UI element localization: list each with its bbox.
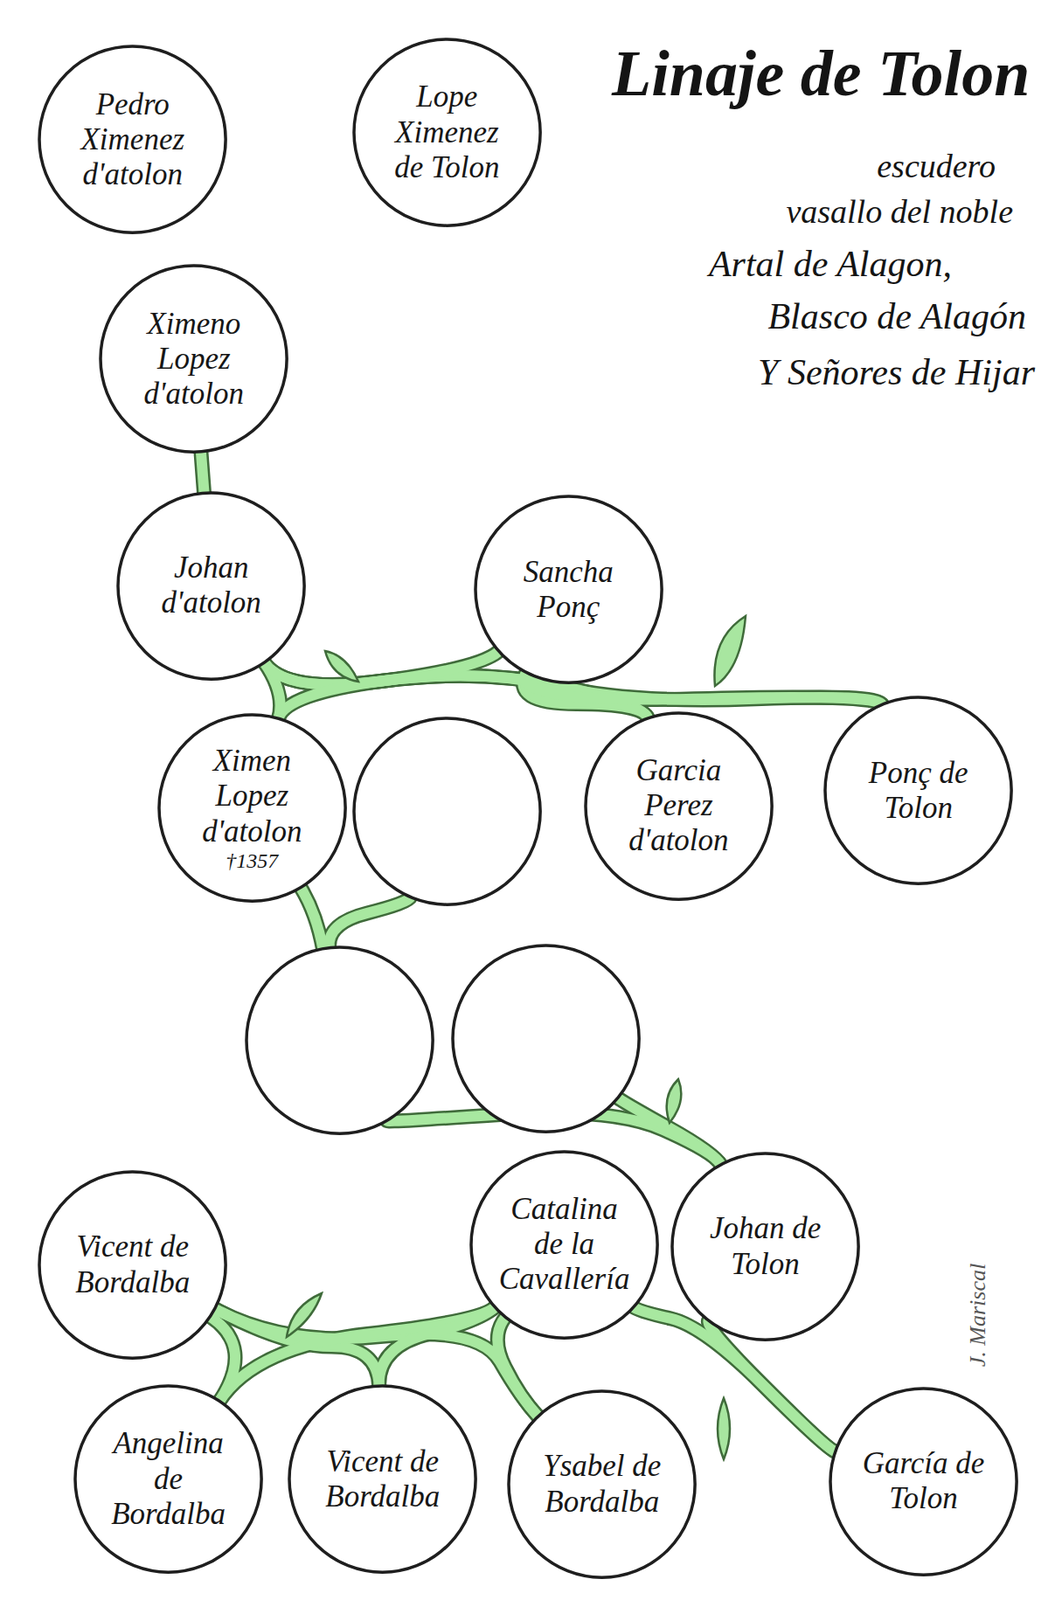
leaf [325, 651, 359, 682]
circle-content: Johan d'atolon [116, 491, 306, 681]
person-name: Vicent de Bordalba [314, 1444, 452, 1516]
circle-content [244, 945, 435, 1136]
person-circle: Pedro Ximenez d'atolon [37, 44, 228, 235]
person-circle: Vicent de Bordalba [37, 1170, 228, 1361]
leaf [286, 1293, 322, 1338]
person-circle: Garcia Perez d'atolon [583, 711, 774, 902]
person-name: Johan d'atolon [142, 550, 279, 622]
circle-content: Vicent de Bordalba [287, 1384, 478, 1575]
family-branch [300, 888, 324, 950]
circle-content: Ysabel de Bordalba [506, 1389, 697, 1580]
circle-outline [352, 716, 542, 907]
leaf [714, 616, 746, 687]
person-name: Vicent de Bordalba [64, 1229, 202, 1301]
circle-content: Ponç de Tolon [823, 695, 1014, 886]
circle-content: Johan de Tolon [670, 1152, 861, 1342]
person-name: Ximen Lopez d'atolon [183, 743, 320, 850]
circle-content: Catalina de la Cavallería [469, 1150, 660, 1340]
circle-content: Pedro Ximenez d'atolon [37, 44, 228, 235]
person-circle: García de Tolon [828, 1387, 1019, 1577]
circle-outline [244, 945, 435, 1136]
person-circle [451, 943, 641, 1134]
person-circle: Lope Ximenez de Tolon [352, 37, 542, 228]
circle-content: Vicent de Bordalba [37, 1170, 228, 1361]
person-name: Johan de Tolon [696, 1211, 833, 1283]
circle-content [352, 716, 542, 907]
person-name: García de Tolon [854, 1446, 992, 1518]
circle-content: Lope Ximenez de Tolon [352, 37, 542, 228]
circle-content: Angelina de Bordalba [73, 1384, 264, 1575]
person-name: Ysabel de Bordalba [534, 1449, 671, 1520]
person-circle [352, 716, 542, 907]
person-circle: Sancha Ponç [473, 494, 664, 685]
person-name: Angelina de Bordalba [99, 1426, 236, 1533]
family-branch [201, 451, 205, 493]
circle-content: Sancha Ponç [473, 494, 664, 685]
person-circle: Johan d'atolon [116, 491, 306, 681]
person-name: Ponç de Tolon [850, 756, 987, 827]
circle-content: Garcia Perez d'atolon [583, 711, 774, 902]
person-circle: Johan de Tolon [670, 1152, 861, 1342]
person-circle [244, 945, 435, 1136]
person-circle: Ximeno Lopez d'atolon [98, 263, 289, 454]
note-line: Artal de Alagon, [708, 242, 952, 285]
note-line: Y Señores de Hijar [757, 351, 1035, 394]
circle-content: Ximeno Lopez d'atolon [98, 263, 289, 454]
note-line: vasallo del noble [785, 192, 1014, 231]
person-circle: Vicent de Bordalba [287, 1384, 478, 1575]
circle-content [451, 943, 641, 1134]
person-circle: Catalina de la Cavallería [469, 1150, 660, 1340]
leaf [666, 1079, 682, 1124]
circle-content: García de Tolon [828, 1387, 1019, 1577]
circle-content: Ximen Lopez d'atolon†1357 [157, 713, 348, 903]
family-branch [329, 896, 411, 949]
person-name: Sancha Ponç [499, 555, 637, 626]
person-circle: Ysabel de Bordalba [506, 1389, 697, 1580]
person-circle: Ponç de Tolon [823, 695, 1014, 886]
person-name: Ximeno Lopez d'atolon [125, 306, 263, 413]
person-circle: Ximen Lopez d'atolon†1357 [157, 713, 348, 903]
signature: J. Mariscal [964, 1263, 992, 1368]
note-line: escudero [876, 146, 996, 186]
person-name: Catalina de la Cavallería [495, 1192, 632, 1298]
death-date: †1357 [225, 849, 278, 873]
person-name: Lope Ximenez de Tolon [378, 79, 515, 186]
person-circle: Angelina de Bordalba [73, 1384, 264, 1575]
leaf [717, 1398, 730, 1460]
circle-outline [451, 943, 641, 1134]
person-name: Pedro Ximenez d'atolon [64, 87, 202, 194]
person-name: Garcia Perez d'atolon [610, 753, 747, 860]
diagram-title: Linaje de Tolon [611, 36, 1030, 112]
note-line: Blasco de Alagón [767, 295, 1027, 338]
